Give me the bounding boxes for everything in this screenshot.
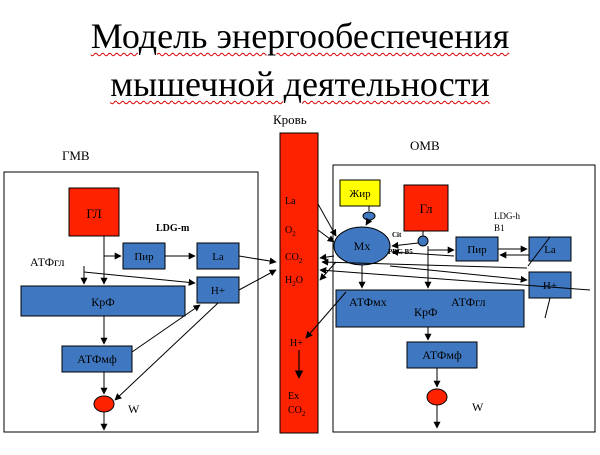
right-h-text: H+: [543, 280, 557, 292]
right-line-la-out: [527, 236, 551, 267]
right-fat-box: [339, 179, 381, 207]
left-atfgl: АТФгл: [30, 255, 64, 269]
left-arrow-atfmf-h: [131, 304, 201, 353]
right-atfmf-text: АТФмф: [422, 348, 462, 362]
title-line-2: мышечной деятельности: [110, 64, 490, 104]
right-gl-box: [403, 184, 449, 232]
left-atfmf-box: [61, 345, 133, 373]
left-krf-box: [20, 285, 186, 317]
right-pir-text: Пир: [467, 244, 487, 256]
right-mx-text: Мх: [354, 239, 371, 253]
blood-column: [279, 132, 319, 434]
right-pdg-port: [417, 235, 429, 247]
right-la-box: [528, 236, 572, 262]
left-pir-text: Пир: [134, 251, 154, 263]
left-h-text: H+: [211, 285, 225, 297]
right-atfgl: АТФгл: [451, 295, 485, 309]
right-krf-box: [335, 289, 525, 328]
left-gl-box: [68, 187, 120, 237]
blood-la: La: [285, 196, 296, 207]
right-w: W: [472, 400, 484, 414]
omv-panel: [332, 164, 596, 433]
arrow-atfmx-blood-h: [305, 291, 347, 339]
left-arrow-h-blood: [238, 269, 277, 291]
arrow-la-blood: [321, 258, 528, 269]
left-ldg-m: LDG-m: [156, 223, 190, 234]
right-la-text: La: [544, 244, 556, 256]
blood-label: Кровь: [273, 112, 307, 127]
right-arrow-fat-mx: [365, 217, 373, 226]
arrow-mx-co2-blood: [319, 253, 335, 261]
left-la-text: La: [212, 251, 224, 263]
right-atfmf-box: [406, 341, 478, 369]
left-arrow-la-blood: [238, 255, 277, 265]
left-krf-text: КрФ: [91, 295, 114, 309]
right-atfmx: АТФмх: [349, 295, 387, 309]
gmv-label: ГМВ: [62, 148, 90, 163]
right-line-h-out: [544, 297, 551, 319]
arrow-blood-la-mx: [317, 203, 337, 237]
left-arrow-atfgl-h: [83, 271, 196, 286]
right-work-node: [426, 388, 448, 406]
blood-ex: Ex: [288, 391, 299, 402]
right-cit: Cit: [392, 231, 402, 239]
right-fat-text: Жир: [349, 188, 371, 200]
omv-label: ОМВ: [410, 138, 440, 153]
right-gl-text: Гл: [419, 201, 433, 216]
right-arrow-mx-h: [389, 265, 528, 283]
title-line-1: Модель энергообеспечения: [90, 16, 510, 56]
left-atfmf-text: АТФмф: [77, 352, 117, 366]
left-h-box: [196, 276, 240, 304]
left-pir-box: [122, 242, 166, 270]
arrow-blood-o2-mx: [317, 229, 335, 243]
left-la-box: [196, 242, 240, 270]
right-fat-port: [362, 211, 376, 221]
right-ldg-h: LDG-h: [494, 211, 520, 221]
right-pir-box: [455, 236, 499, 262]
blood-co2: CO2: [285, 252, 303, 265]
blood-o2: O2: [285, 225, 296, 238]
right-krf-text: КрФ: [414, 305, 437, 319]
left-arrow-h-w: [114, 302, 219, 401]
gmv-panel: [3, 171, 259, 433]
left-gl-text: ГЛ: [86, 206, 102, 221]
arrow-h-blood: [319, 266, 591, 291]
right-arrow-pir-mx: [391, 248, 455, 257]
blood-hplus: H+: [290, 338, 303, 349]
left-w: W: [128, 402, 140, 416]
right-arrow-port-mx: [391, 241, 419, 249]
left-work-node: [93, 395, 115, 413]
right-b1: B1: [494, 223, 505, 233]
right-pdg: PDG B5: [388, 248, 413, 256]
blood-ex-co2: CO2: [288, 405, 306, 418]
blood-h2o: H2O: [285, 275, 303, 288]
